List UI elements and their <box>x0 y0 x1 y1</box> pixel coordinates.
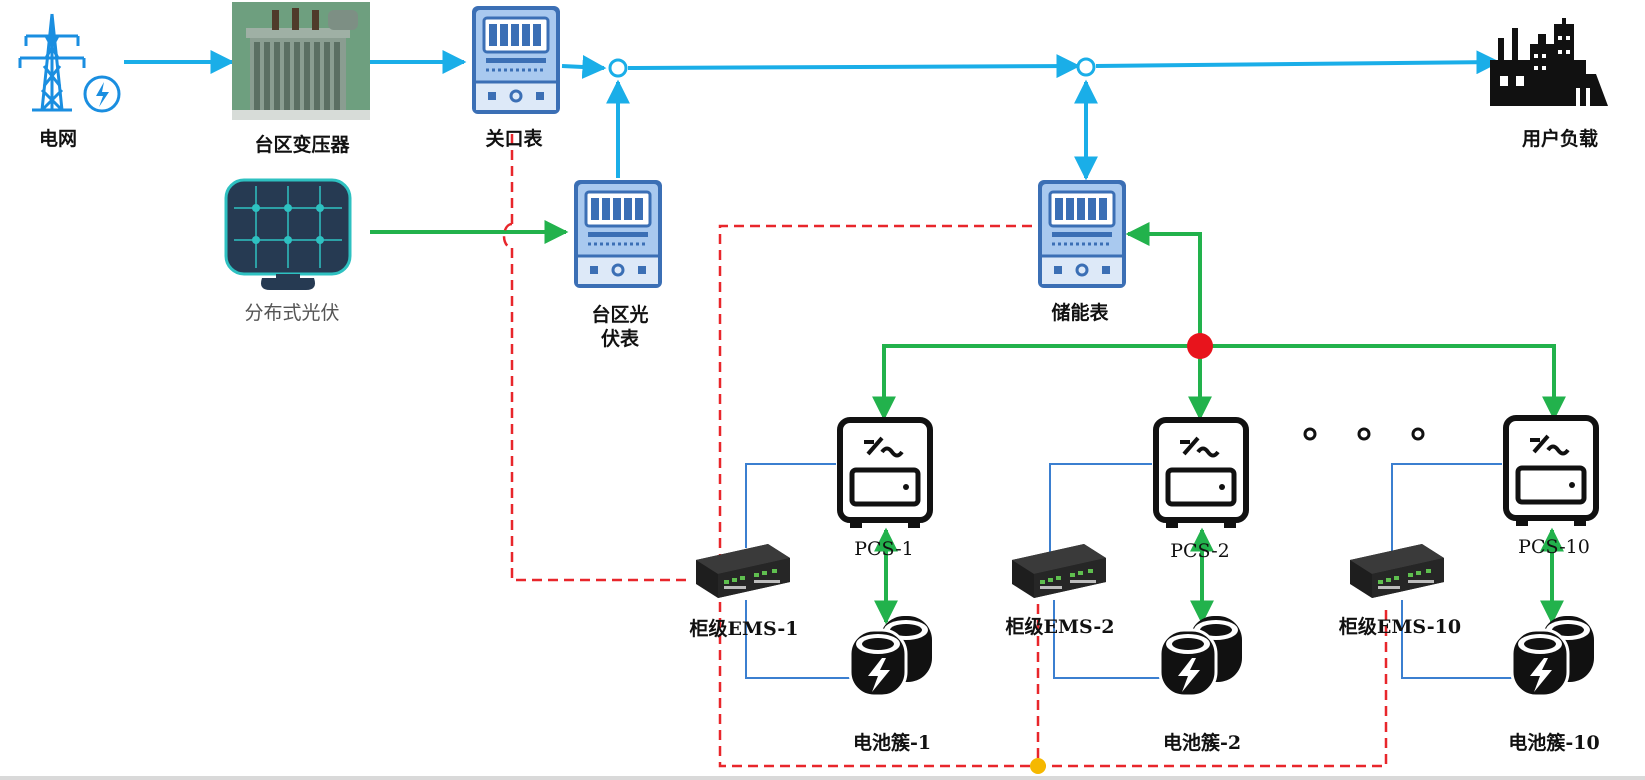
pv-label: 分布式光伏 <box>244 302 340 324</box>
ems1-label: 柜级EMS-1 <box>689 618 799 640</box>
bat2-label: 电池簇-2 <box>1162 732 1242 754</box>
gateway-meter-icon <box>470 4 562 116</box>
ellipsis-dots-icon <box>1303 427 1425 441</box>
power-tower-icon <box>12 6 124 116</box>
transformer-photo-icon <box>232 2 370 120</box>
ems1-controller-icon <box>696 544 790 598</box>
factory-icon <box>1490 18 1608 106</box>
bat10-battery-icon <box>1510 614 1596 698</box>
storage-junction-red <box>1187 333 1213 359</box>
storage-meter-icon <box>1036 178 1128 290</box>
bottom-border <box>0 776 1645 780</box>
pcs10-inverter-icon <box>1506 418 1596 526</box>
storage-bus-to-meter-line <box>1125 222 1202 346</box>
comm-junction-yellow <box>1030 758 1046 774</box>
ems2-controller-icon <box>1012 544 1106 598</box>
bus-node-1 <box>608 58 628 78</box>
pcs2-label: PCS-2 <box>1170 540 1230 562</box>
bat2-battery-icon <box>1158 614 1244 698</box>
bus-node-2 <box>1076 57 1096 77</box>
pcs10-label: PCS-10 <box>1518 536 1590 558</box>
pcs1-inverter-icon <box>840 420 930 528</box>
signal-lines <box>745 463 1512 679</box>
ems2-label: 柜级EMS-2 <box>1005 616 1115 638</box>
ems10-controller-icon <box>1350 544 1444 598</box>
load-label: 用户负载 <box>1521 128 1599 150</box>
storage-meter-label: 储能表 <box>1051 302 1109 324</box>
pcs1-label: PCS-1 <box>854 538 914 560</box>
ac-bus-lines <box>122 50 1501 181</box>
pv-meter-label-line1: 台区光 <box>591 304 649 326</box>
bat10-label: 电池簇-10 <box>1508 732 1600 754</box>
pv-meter-icon <box>572 178 664 290</box>
gateway-meter-label: 关口表 <box>485 128 543 150</box>
pv-meter-label-line2: 伏表 <box>600 328 640 350</box>
grid-label: 电网 <box>38 128 78 150</box>
bus-to-pcs1-line <box>872 344 1200 421</box>
ems10-label: 柜级EMS-10 <box>1338 616 1462 638</box>
transformer-label: 台区变压器 <box>254 134 350 156</box>
pcs2-inverter-icon <box>1156 420 1246 528</box>
bat1-label: 电池簇-1 <box>852 732 932 754</box>
node2-to-load-line <box>1095 50 1501 75</box>
solar-panel-icon <box>224 178 352 290</box>
bat1-battery-icon <box>848 614 934 698</box>
node1-to-node2-line <box>627 54 1081 79</box>
bus-to-pcs10-line <box>1200 344 1566 421</box>
meter-to-node1-line <box>561 54 607 79</box>
comm-lines <box>502 134 1388 768</box>
